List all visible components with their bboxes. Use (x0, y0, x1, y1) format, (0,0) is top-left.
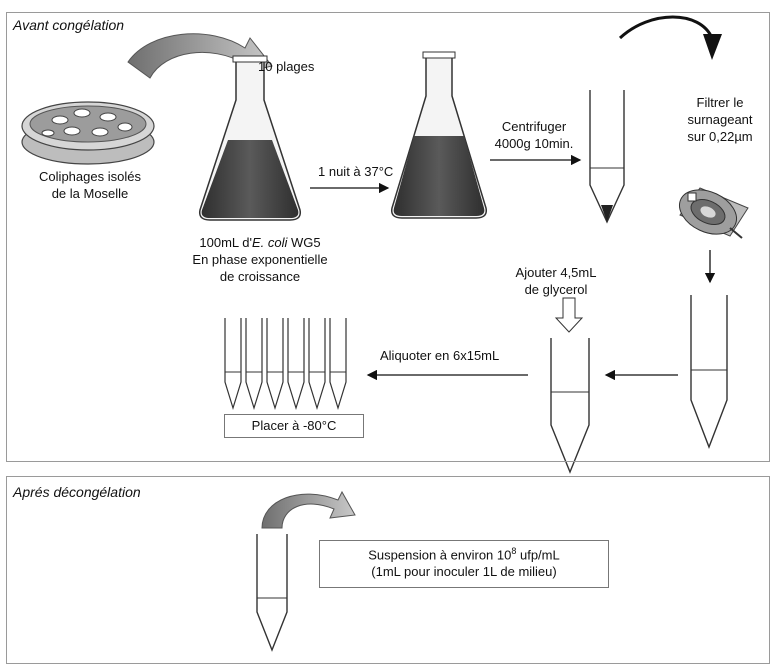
ecoli-culture-label: 100mL d'E. coli WG5 En phase exponentiel… (170, 234, 350, 285)
before-freezing-title: Avant congélation (13, 17, 124, 34)
suspension-box: Suspension à environ 108 ufp/mL (1mL pou… (319, 540, 609, 588)
overnight-label: 1 nuit à 37°C (318, 163, 393, 180)
store-freezer-box: Placer à -80°C (224, 414, 364, 438)
plates-label: 10 plages (258, 58, 314, 75)
aliquot-label: Aliquoter en 6x15mL (380, 347, 499, 364)
glycerol-label: Ajouter 4,5mL de glycerol (500, 264, 612, 298)
after-thawing-title: Aprés décongélation (13, 484, 141, 501)
filter-label: Filtrer le surnageant sur 0,22µm (670, 94, 770, 145)
coliphages-label: Coliphages isolés de la Moselle (30, 168, 150, 202)
centrifuge-label: Centrifuger 4000g 10min. (486, 118, 582, 152)
before-freezing-panel (6, 12, 770, 462)
